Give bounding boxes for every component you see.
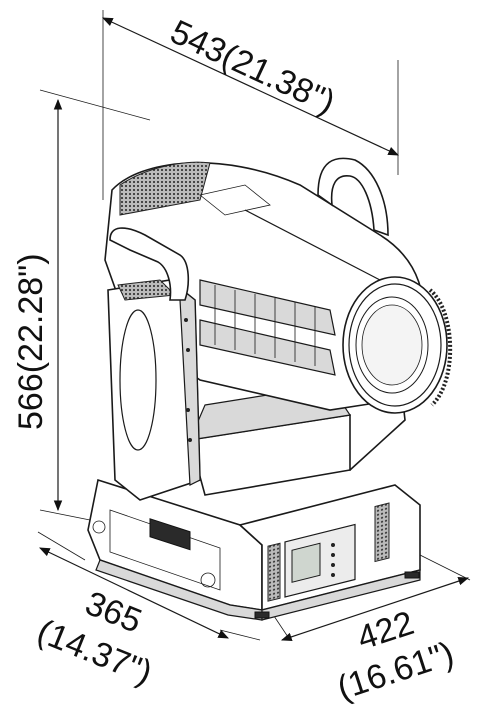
base-connector-left xyxy=(92,520,106,534)
width-mm-label: 543(21.38") xyxy=(165,13,341,122)
side-handle xyxy=(109,227,190,301)
base-extension-right xyxy=(419,554,471,581)
dimension-lines xyxy=(37,10,471,642)
lcd-screen xyxy=(291,542,321,583)
base-power-knob xyxy=(200,572,216,588)
top-vent xyxy=(119,161,211,216)
depth-extension-left xyxy=(37,531,86,561)
height-extension-bottom xyxy=(39,509,91,521)
width-dimension-line xyxy=(102,17,399,156)
depth-extension-right xyxy=(219,629,261,641)
base-connector-panel xyxy=(149,518,191,551)
head-seam-line xyxy=(244,209,381,281)
fixture-base xyxy=(87,478,421,621)
top-handle xyxy=(317,157,389,237)
base-foot-front xyxy=(254,611,270,619)
height-extension-top xyxy=(39,89,151,121)
base-vent-right xyxy=(374,502,390,563)
yoke-arm-cutout xyxy=(119,309,157,451)
moving-head-fixture xyxy=(87,157,453,621)
base-vent-left xyxy=(267,542,281,602)
base-foot-right xyxy=(404,571,420,579)
yoke-left-arm xyxy=(107,227,201,501)
front-lens xyxy=(361,304,423,386)
lens-assembly xyxy=(342,276,453,414)
height-label: 566(22.28") xyxy=(12,253,50,430)
depth-dimension-line xyxy=(39,547,229,639)
base-width-dimension-line xyxy=(280,576,470,642)
control-buttons xyxy=(331,543,335,577)
top-panel xyxy=(199,184,271,216)
side-cooling-fins xyxy=(199,279,336,376)
